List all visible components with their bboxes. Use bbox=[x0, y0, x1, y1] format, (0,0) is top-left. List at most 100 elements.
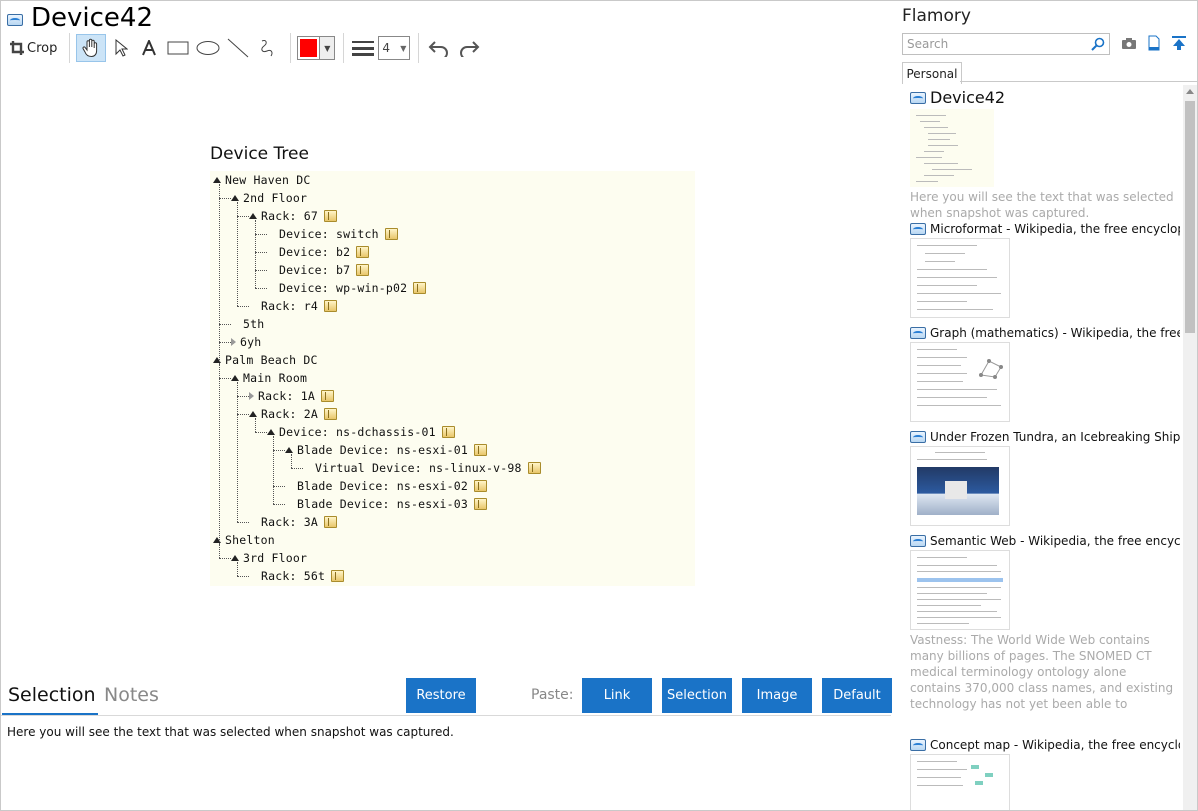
folder-icon[interactable] bbox=[324, 300, 337, 312]
line-width-button[interactable] bbox=[350, 34, 376, 62]
tree-title: Device Tree bbox=[210, 144, 309, 164]
expanded-arrow-icon[interactable] bbox=[249, 411, 257, 417]
tree-node[interactable]: 5th bbox=[231, 315, 264, 333]
folder-icon[interactable] bbox=[441, 426, 455, 438]
tab-notes[interactable]: Notes bbox=[104, 684, 159, 706]
folder-icon[interactable] bbox=[331, 570, 345, 582]
snapshot-title: Microformat - Wikipedia, the free encycl… bbox=[930, 222, 1180, 236]
folder-icon[interactable] bbox=[356, 246, 370, 258]
tree-node[interactable]: Device: b7 bbox=[267, 261, 370, 279]
tree-node[interactable]: Blade Device: ns-esxi-03 bbox=[285, 495, 487, 513]
camera-icon[interactable] bbox=[1121, 36, 1137, 50]
undo-button[interactable] bbox=[425, 34, 453, 62]
ellipse-tool-button[interactable] bbox=[194, 34, 222, 62]
selection-text[interactable]: Here you will see the text that was sele… bbox=[7, 725, 454, 739]
tree-connector bbox=[273, 486, 285, 487]
expanded-arrow-icon[interactable] bbox=[231, 375, 239, 381]
tree-node[interactable]: Device: ns-dchassis-01 bbox=[267, 423, 455, 441]
expanded-arrow-icon[interactable] bbox=[231, 195, 239, 201]
folder-icon[interactable] bbox=[384, 228, 398, 240]
document-icon[interactable] bbox=[1147, 35, 1161, 51]
hand-tool-button[interactable] bbox=[76, 34, 107, 62]
tree-node[interactable]: Blade Device: ns-esxi-01 bbox=[285, 441, 487, 459]
scrollbar-thumb[interactable] bbox=[1185, 101, 1195, 333]
redo-button[interactable] bbox=[455, 34, 483, 62]
tree-node[interactable]: Main Room bbox=[231, 369, 307, 387]
tree-node[interactable]: Device: b2 bbox=[267, 243, 370, 261]
expanded-arrow-icon[interactable] bbox=[285, 447, 293, 453]
snapshot-item[interactable]: Concept map - Wikipedia, the free encycl… bbox=[910, 738, 1180, 810]
tree-connector bbox=[273, 436, 274, 504]
tree-node[interactable]: Device: wp-win-p02 bbox=[267, 279, 427, 297]
snapshot-item[interactable]: Graph (mathematics) - Wikipedia, the fre… bbox=[910, 326, 1180, 422]
expanded-arrow-icon[interactable] bbox=[213, 537, 221, 543]
folder-icon[interactable] bbox=[473, 480, 487, 492]
tree-node[interactable]: 2nd Floor bbox=[231, 189, 307, 207]
restore-button[interactable]: Restore bbox=[406, 678, 476, 713]
color-picker[interactable]: ▼ bbox=[297, 34, 336, 62]
tree-node[interactable]: Virtual Device: ns-linux-v-98 bbox=[303, 459, 541, 477]
folder-icon[interactable] bbox=[324, 210, 337, 222]
tab-personal[interactable]: Personal bbox=[902, 62, 962, 84]
tree-connector bbox=[255, 432, 267, 433]
scroll-up-icon[interactable] bbox=[1186, 89, 1194, 94]
rectangle-tool-button[interactable] bbox=[164, 34, 192, 62]
tree-node[interactable]: Rack: 56t bbox=[249, 567, 345, 585]
snapshot-item[interactable]: Under Frozen Tundra, an Icebreaking Ship… bbox=[910, 430, 1180, 526]
expanded-arrow-icon[interactable] bbox=[213, 177, 221, 183]
line-tool-button[interactable] bbox=[224, 34, 252, 62]
folder-icon[interactable] bbox=[356, 264, 370, 276]
crop-button[interactable]: Crop bbox=[5, 34, 61, 62]
tree-node[interactable]: Shelton bbox=[213, 531, 275, 549]
snapshot-item[interactable]: Device42 Here you will see the text that… bbox=[910, 88, 1180, 221]
folder-icon[interactable] bbox=[324, 516, 337, 528]
tree-connector bbox=[219, 184, 220, 544]
tree-node-label: Rack: 67 bbox=[261, 209, 318, 223]
tree-node[interactable]: Blade Device: ns-esxi-02 bbox=[285, 477, 487, 495]
stroke-size-select[interactable]: 4 ▼ bbox=[378, 34, 411, 62]
folder-icon[interactable] bbox=[413, 282, 427, 294]
folder-icon[interactable] bbox=[321, 390, 334, 402]
tree-connector bbox=[291, 454, 292, 468]
folder-icon[interactable] bbox=[473, 444, 487, 456]
folder-icon[interactable] bbox=[527, 462, 541, 474]
paste-selection-button[interactable]: Selection bbox=[662, 678, 732, 713]
collapsed-arrow-icon[interactable] bbox=[231, 338, 236, 346]
tree-node[interactable]: Rack: 3A bbox=[249, 513, 337, 531]
search-icon[interactable] bbox=[1091, 37, 1105, 51]
tree-node[interactable]: Rack: 67 bbox=[249, 207, 337, 225]
tree-node-label: New Haven DC bbox=[225, 173, 311, 187]
collapsed-arrow-icon[interactable] bbox=[249, 392, 254, 400]
paste-link-button[interactable]: Link bbox=[582, 678, 652, 713]
text-tool-button[interactable] bbox=[136, 34, 162, 62]
tab-selection[interactable]: Selection bbox=[8, 684, 96, 706]
upload-icon[interactable] bbox=[1171, 35, 1187, 51]
folder-icon[interactable] bbox=[324, 408, 337, 420]
tree-node[interactable]: Rack: r4 bbox=[249, 297, 337, 315]
expanded-arrow-icon[interactable] bbox=[213, 357, 221, 363]
tree-node[interactable]: Rack: 2A bbox=[249, 405, 337, 423]
select-tool-button[interactable] bbox=[108, 34, 134, 62]
expanded-arrow-icon[interactable] bbox=[267, 429, 275, 435]
expanded-arrow-icon[interactable] bbox=[231, 555, 239, 561]
tree-node[interactable]: Rack: 1A bbox=[249, 387, 334, 405]
snapshot-thumbnail bbox=[910, 754, 1010, 810]
sidebar-scrollbar[interactable] bbox=[1183, 85, 1197, 810]
tree-node[interactable]: 6yh bbox=[231, 333, 261, 351]
tree-node[interactable]: 3rd Floor bbox=[231, 549, 307, 567]
tree-node[interactable]: Palm Beach DC bbox=[213, 351, 318, 369]
folder-icon[interactable] bbox=[473, 498, 487, 510]
expanded-arrow-icon[interactable] bbox=[249, 213, 257, 219]
snapshot-item[interactable]: Semantic Web - Wikipedia, the free encyc… bbox=[910, 534, 1180, 712]
paste-image-button[interactable]: Image bbox=[742, 678, 812, 713]
snapshot-item[interactable]: Microformat - Wikipedia, the free encycl… bbox=[910, 222, 1180, 318]
tree-node[interactable]: New Haven DC bbox=[213, 171, 310, 189]
freehand-tool-button[interactable] bbox=[254, 34, 282, 62]
paste-default-button[interactable]: Default bbox=[822, 678, 892, 713]
tree-node-label: 6yh bbox=[240, 335, 262, 349]
tree-node[interactable]: Device: switch bbox=[267, 225, 398, 243]
search-input[interactable]: Search bbox=[902, 33, 1110, 55]
tree-node-label: Rack: 2A bbox=[261, 407, 318, 421]
